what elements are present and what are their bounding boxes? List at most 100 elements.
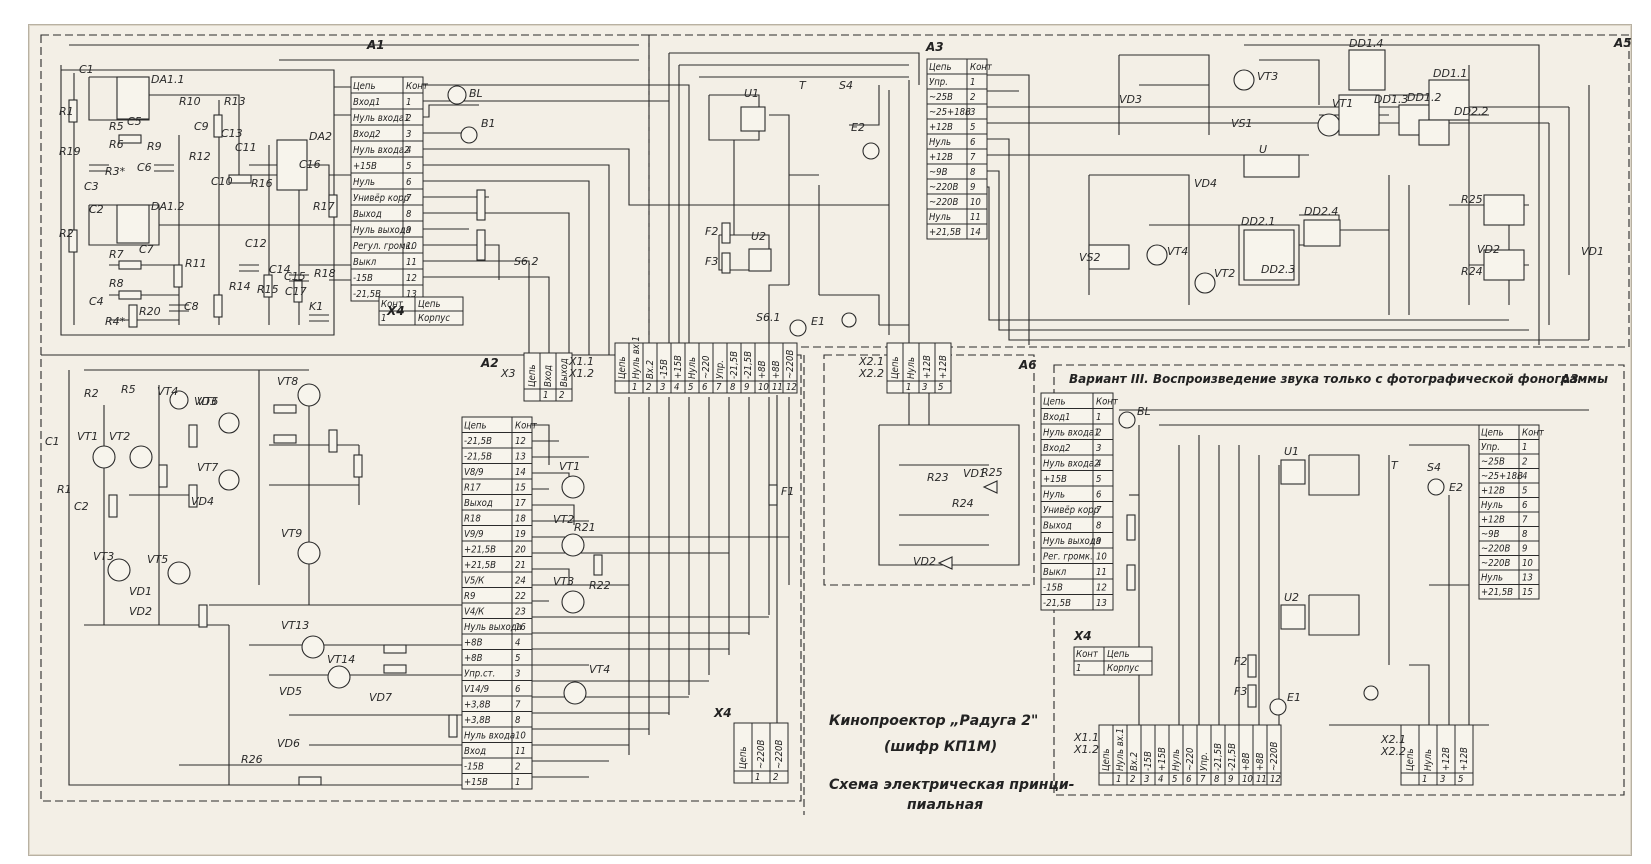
- label-vt4-a2r: VT4: [589, 663, 610, 676]
- table-x2-variant-cell-contact: 1: [1422, 774, 1427, 785]
- table-a1-cell-contact: 11: [406, 257, 417, 268]
- label-r19: R19: [59, 145, 81, 158]
- table-a3-cell-circuit: ~9В: [929, 167, 948, 178]
- table-x1-variant-cell-contact: 10: [1242, 774, 1253, 785]
- label-s4: S4: [839, 79, 853, 92]
- label-da1-2: DA1.2: [151, 200, 185, 213]
- label-t: T: [799, 79, 807, 92]
- table-x4-variant-cell-circuit: 1: [1076, 663, 1081, 674]
- table-x2-variant-cell-circuit: +12В: [1441, 747, 1452, 771]
- table-x1-cell-contact: 1: [632, 382, 637, 393]
- label-da1-1: DA1.1: [151, 73, 185, 86]
- label-r8: R8: [109, 277, 124, 290]
- label-r10: R10: [179, 95, 201, 108]
- label-vt2-a2r: VT2: [553, 513, 574, 526]
- label-r5: R5: [109, 120, 124, 133]
- table-a2-cell-contact: 3: [515, 669, 520, 680]
- label-c11: C11: [235, 141, 257, 154]
- label-dd1-4: DD1.4: [1349, 37, 1383, 50]
- label-vd3: VD3: [1119, 93, 1142, 106]
- table-a1-cell-contact: 1: [406, 97, 411, 108]
- table-x1-variant-cell-circuit: Нуль: [1171, 749, 1182, 771]
- label-f1: F1: [781, 485, 794, 498]
- label-r4: R4*: [105, 315, 126, 328]
- table-variant-a1-cell-circuit: Нуль входа2: [1043, 459, 1100, 470]
- title-line-4: пиальная: [907, 797, 983, 813]
- table-a2-cell-circuit: -21,5В: [464, 452, 492, 463]
- table-a1-cell-circuit: Выход: [353, 209, 382, 220]
- label-r14: R14: [229, 280, 251, 293]
- label-u2-variant: U2: [1284, 591, 1299, 604]
- table-a3-cell-contact: 2: [970, 92, 975, 103]
- table-a2-cell-circuit: Цепь: [464, 421, 487, 432]
- label-r18: R18: [314, 267, 336, 280]
- label-dd2-3: DD2.3: [1261, 263, 1295, 276]
- table-a3-variant-cell-circuit: ~25+18В: [1481, 471, 1523, 482]
- table-x1-variant-cell-circuit: ~220В: [1269, 742, 1280, 771]
- table-a2-cell-contact: 18: [515, 514, 526, 525]
- table-a3-cell-contact: 1: [970, 77, 975, 88]
- label-e2: E2: [851, 121, 865, 134]
- table-x1-variant-cell-contact: 3: [1144, 774, 1149, 785]
- variant-frame: [1053, 364, 1625, 796]
- label-e1: E1: [811, 315, 825, 328]
- table-a3-cell-circuit: +12В: [929, 152, 953, 163]
- label-b1: B1: [481, 117, 496, 130]
- label-k1: K1: [309, 300, 323, 313]
- table-x2-cell-circuit: Нуль: [906, 357, 917, 379]
- table-a2-cell-contact: 8: [515, 715, 521, 726]
- table-a1-cell-circuit: Унивёр корр: [353, 193, 410, 204]
- table-a3-cell-contact: Конт: [970, 62, 993, 73]
- table-x1-cell-circuit: -21,5В: [729, 351, 740, 379]
- table-x1-variant-cell-circuit: Вх.2: [1129, 752, 1140, 771]
- label-c10: C10: [211, 175, 233, 188]
- label-vt3-right: VT3: [1257, 70, 1278, 83]
- label-a6: A6: [1018, 358, 1037, 372]
- table-x2-cell-circuit: +12В: [938, 355, 949, 379]
- table-x1-variant-cell-contact: 7: [1200, 774, 1206, 785]
- table-x1-variant-cell-contact: 1: [1116, 774, 1121, 785]
- table-x1-cell-circuit: +8В: [757, 360, 768, 379]
- table-x1-variant-cell-contact: 11: [1256, 774, 1267, 785]
- table-x1-cell-circuit: +8В: [771, 360, 782, 379]
- table-a3-variant-cell-contact: Конт: [1522, 428, 1545, 439]
- table-x1-variant-cell-circuit: Цепь: [1101, 748, 1112, 771]
- label-vd2-a2: VD2: [129, 605, 152, 618]
- table-a3-cell-contact: 7: [970, 152, 976, 163]
- table-x1-cell-contact: 8: [730, 382, 736, 393]
- table-x1-cell-contact: 5: [688, 382, 693, 393]
- table-a2-cell-contact: 19: [515, 529, 526, 540]
- label-x3: X3: [500, 367, 516, 380]
- table-a2-cell-contact: 10: [515, 731, 526, 742]
- table-a2-cell-circuit: V5/К: [464, 576, 485, 587]
- table-a1-cell-circuit: Нуль: [353, 177, 375, 188]
- table-a3-cell-circuit: +21,5В: [929, 227, 961, 238]
- chip-da2-symbol: [276, 139, 308, 191]
- table-a3-variant-cell-circuit: +12В: [1481, 486, 1505, 497]
- table-a2-cell-contact: 23: [515, 607, 526, 618]
- label-vs2: VS2: [1079, 251, 1101, 264]
- table-a2-cell-circuit: V8/9: [464, 467, 484, 478]
- label-vd1-a2: VD1: [129, 585, 152, 598]
- table-a2-cell-contact: 1: [515, 777, 520, 788]
- table-a2-cell-contact: 21: [515, 560, 526, 571]
- variant-caption: Вариант III. Воспроизведение звука тольк…: [1069, 372, 1608, 386]
- table-a3-variant-cell-contact: 1: [1522, 442, 1527, 453]
- table-a1-cell-circuit: -15В: [353, 273, 373, 284]
- table-x1-cell-contact: 11: [772, 382, 783, 393]
- label-dd2-2: DD2.2: [1454, 105, 1488, 118]
- chip-dd1-4-symbol: [1348, 49, 1386, 91]
- table-a2-cell-circuit: Нуль выхода: [464, 622, 522, 633]
- table-x4-a1-cell-circuit: 1: [381, 313, 386, 324]
- label-c1: C1: [79, 63, 94, 76]
- label-r16: R16: [251, 177, 273, 190]
- table-a3-cell-circuit: ~220В: [929, 197, 958, 208]
- table-x1-variant-cell-circuit: +15В: [1157, 747, 1168, 771]
- table-variant-a1-cell-contact: 2: [1096, 428, 1101, 439]
- title-line-2: (шифр КП1М): [884, 739, 997, 755]
- label-r1: R1: [59, 105, 74, 118]
- table-a3-cell-contact: 8: [970, 167, 976, 178]
- label-vd3-a2: VD3: [194, 395, 217, 408]
- table-a2-cell-contact: 17: [515, 498, 526, 509]
